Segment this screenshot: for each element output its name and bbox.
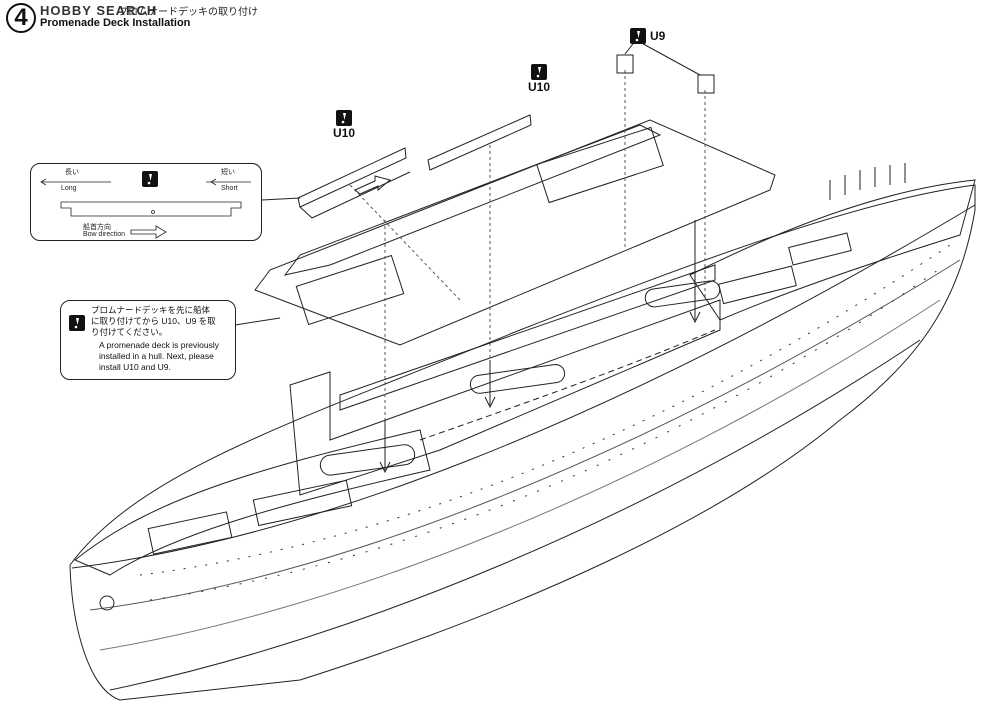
- assembly-note-callout: プロムナードデッキを先に船体 に取り付けてから U10、U9 を取 り付けてくだ…: [60, 300, 236, 380]
- anchor-hawse-icon: [99, 595, 115, 611]
- brand-watermark: HOBBY SEARCH: [40, 3, 158, 18]
- part-label-u9: U9: [650, 29, 666, 43]
- caution-icon: [69, 315, 85, 331]
- hull-porthole-row: [139, 244, 951, 601]
- forward-deck-outline: [74, 429, 431, 576]
- short-label-en: Short: [221, 185, 238, 192]
- part-label-u10-left: U10: [333, 126, 356, 140]
- caution-icon: [630, 28, 646, 44]
- part-u10-center: [427, 114, 532, 171]
- promenade-hull-section: [289, 299, 721, 496]
- caution-icon: [336, 110, 352, 126]
- orientation-callout: 長い Long 短い Short 船首方向 Bow direction: [30, 163, 262, 241]
- promenade-deck-part: [254, 119, 776, 346]
- long-label-jp: 長い: [65, 169, 79, 176]
- mast-posts: [829, 163, 906, 200]
- hull-outline: [69, 184, 976, 701]
- part-label-u10-center: U10: [528, 80, 551, 94]
- part-silhouette: [60, 201, 242, 217]
- short-label-jp: 短い: [221, 169, 235, 176]
- arrow-icon: [354, 175, 392, 195]
- part-u10-left: [297, 147, 407, 208]
- aft-deck-outline: [689, 179, 976, 321]
- arrow-icon: [130, 225, 167, 239]
- assembly-note-text-en: A promenade deck is previously installed…: [99, 340, 220, 372]
- u10-left-label-group: U10: [333, 110, 355, 140]
- assembly-note-text: プロムナードデッキを先に船体 に取り付けてから U10、U9 を取 り付けてくだ…: [91, 305, 216, 337]
- u9-label-group: U9: [630, 28, 665, 44]
- long-label-en: Long: [61, 185, 77, 192]
- part-u9-right: [697, 74, 715, 94]
- caution-icon: [531, 64, 547, 80]
- caution-icon: [142, 171, 158, 187]
- bow-label-jp: 船首方向: [83, 224, 111, 231]
- step-title-en: Promenade Deck Installation: [40, 17, 191, 29]
- u10-center-label-group: U10: [528, 64, 550, 94]
- hull-sheer-line: [71, 204, 976, 569]
- bow-label-en: Bow direction: [83, 231, 126, 238]
- step-title-jp: プロムナードデッキの取り付け: [118, 7, 258, 18]
- part-u9-left: [616, 54, 634, 74]
- hull-waterline: [109, 339, 921, 691]
- step-number-badge: 4: [6, 3, 36, 33]
